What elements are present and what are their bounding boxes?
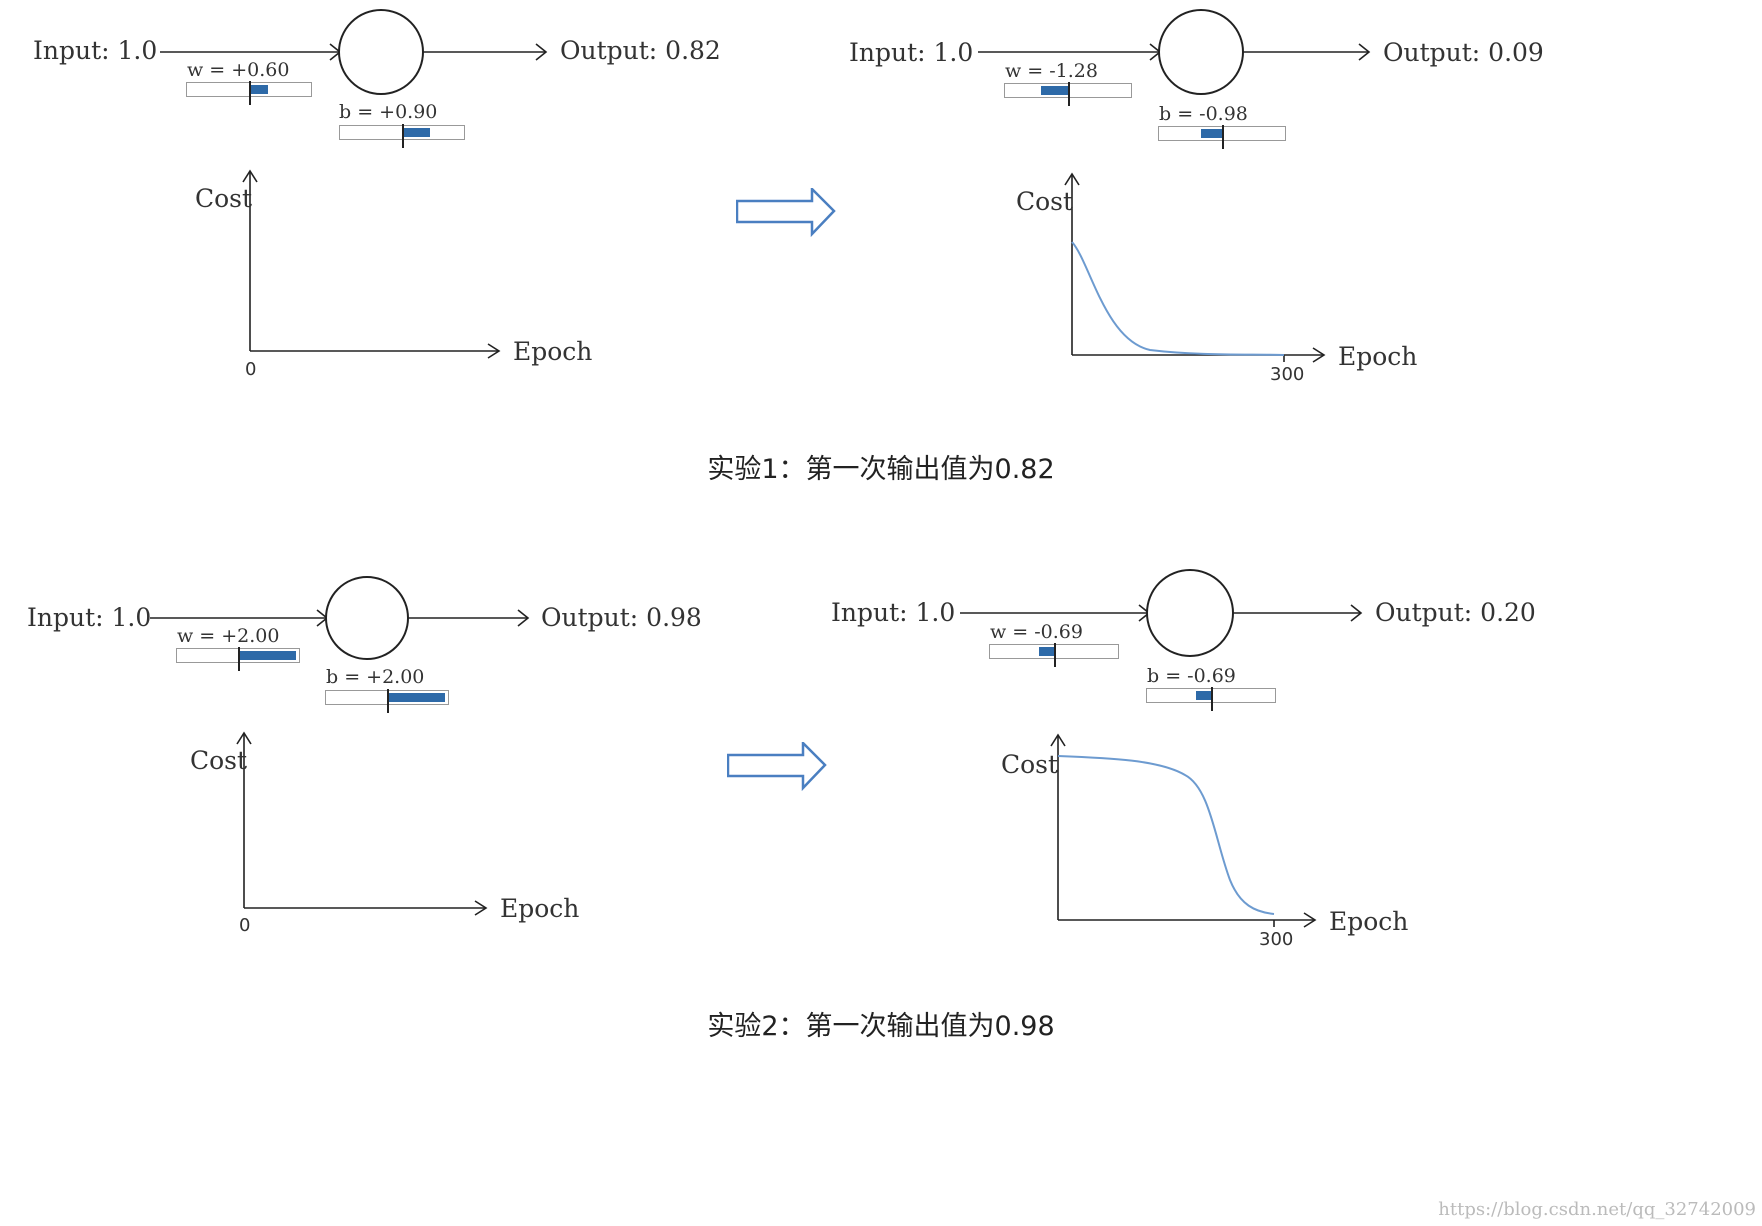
- bias-slider-zero-tick: [1222, 125, 1224, 149]
- bias-label: b = -0.98: [1159, 103, 1248, 125]
- bias-label: b = +0.90: [339, 101, 438, 123]
- cost-graph: [1050, 733, 1317, 928]
- exp2-before-neuron-diagram: [150, 576, 530, 660]
- output-label: Output: 0.20: [1375, 598, 1536, 627]
- exp1-after-neuron-diagram: [978, 9, 1371, 95]
- epoch-axis-label: Epoch: [513, 337, 593, 366]
- weight-slider-zero-tick: [1054, 643, 1056, 667]
- weight-slider-fill: [238, 651, 296, 660]
- x-tick-label: 0: [239, 915, 251, 936]
- bias-slider-zero-tick: [387, 689, 389, 713]
- bias-slider-fill: [1196, 691, 1211, 700]
- y-axis-arrowhead: [1050, 733, 1066, 747]
- output-label: Output: 0.98: [541, 603, 702, 632]
- bias-slider[interactable]: [1146, 687, 1276, 711]
- x-tick-label: 300: [1259, 929, 1294, 950]
- x-axis-arrowhead: [487, 343, 501, 359]
- weight-slider[interactable]: [186, 81, 312, 105]
- cost-graph: [236, 731, 488, 916]
- output-arrowhead: [1358, 43, 1371, 61]
- exp1-after-panel: Input: 1.0 Output: 0.09 w = -1.28 b = -0…: [820, 0, 1760, 420]
- bias-slider-fill: [402, 128, 430, 137]
- bias-slider-fill: [387, 693, 445, 702]
- cost-curve: [1071, 241, 1285, 356]
- bias-slider-fill: [1201, 129, 1222, 138]
- exp1-before-panel: Input: 1.0 Output: 0.82 w = +0.60 b = +0…: [0, 0, 760, 420]
- y-axis-arrowhead: [236, 731, 252, 745]
- bias-slider-zero-tick: [402, 124, 404, 148]
- bias-slider[interactable]: [339, 124, 465, 148]
- weight-label: w = +0.60: [187, 59, 290, 81]
- input-label: Input: 1.0: [33, 36, 158, 65]
- epoch-axis-label: Epoch: [1329, 907, 1409, 936]
- y-axis-arrowhead: [242, 169, 258, 183]
- experiment-1-caption: 实验1：第一次输出值为0.82: [707, 454, 1055, 485]
- bias-slider-zero-tick: [1211, 687, 1213, 711]
- output-arrowhead: [1350, 604, 1363, 622]
- bias-slider[interactable]: [325, 689, 449, 713]
- output-arrowhead: [517, 609, 530, 627]
- weight-label: w = +2.00: [177, 625, 280, 647]
- bias-label: b = -0.69: [1147, 665, 1236, 687]
- weight-slider-fill: [1039, 647, 1054, 656]
- exp2-after-panel: Input: 1.0 Output: 0.20 w = -0.69 b = -0…: [810, 560, 1760, 980]
- weight-slider-fill: [1041, 86, 1068, 95]
- output-arrowhead: [535, 43, 548, 61]
- input-label: Input: 1.0: [849, 38, 974, 67]
- output-label: Output: 0.09: [1383, 38, 1544, 67]
- weight-slider[interactable]: [989, 643, 1119, 667]
- input-label: Input: 1.0: [831, 598, 956, 627]
- cost-axis-label: Cost: [195, 184, 253, 213]
- experiment-2-caption: 实验2：第一次输出值为0.98: [707, 1011, 1055, 1042]
- input-label: Input: 1.0: [27, 603, 152, 632]
- cost-axis-label: Cost: [1001, 750, 1059, 779]
- weight-slider-zero-tick: [238, 647, 240, 671]
- transition-arrow-icon: [736, 188, 836, 238]
- x-tick-label: 0: [245, 359, 257, 380]
- exp1-before-neuron-diagram: [160, 9, 548, 95]
- weight-slider-zero-tick: [1068, 82, 1070, 106]
- x-tick-label: 300: [1270, 364, 1305, 385]
- cost-axis-label: Cost: [1016, 187, 1074, 216]
- cost-graph: [1064, 172, 1326, 363]
- weight-slider-zero-tick: [249, 81, 251, 105]
- bias-slider[interactable]: [1158, 125, 1286, 149]
- bias-label: b = +2.00: [326, 666, 425, 688]
- exp2-before-panel: Input: 1.0 Output: 0.98 w = +2.00 b = +2…: [0, 566, 760, 986]
- x-axis-arrowhead: [1303, 912, 1317, 928]
- weight-slider[interactable]: [1004, 82, 1132, 106]
- weight-label: w = -0.69: [990, 621, 1083, 643]
- x-axis-arrowhead: [474, 900, 488, 916]
- x-axis-arrowhead: [1312, 347, 1326, 363]
- cost-curve: [1057, 755, 1275, 915]
- output-label: Output: 0.82: [560, 36, 721, 65]
- epoch-axis-label: Epoch: [500, 894, 580, 923]
- transition-arrow-icon: [727, 742, 827, 792]
- watermark-url: https://blog.csdn.net/qq_32742009: [1438, 1199, 1756, 1220]
- exp2-after-neuron-diagram: [960, 569, 1363, 657]
- epoch-axis-label: Epoch: [1338, 342, 1418, 371]
- cost-graph: [242, 169, 501, 359]
- cost-axis-label: Cost: [190, 746, 248, 775]
- weight-slider[interactable]: [176, 647, 300, 671]
- y-axis-arrowhead: [1064, 172, 1080, 186]
- weight-label: w = -1.28: [1005, 60, 1098, 82]
- weight-slider-fill: [249, 85, 268, 94]
